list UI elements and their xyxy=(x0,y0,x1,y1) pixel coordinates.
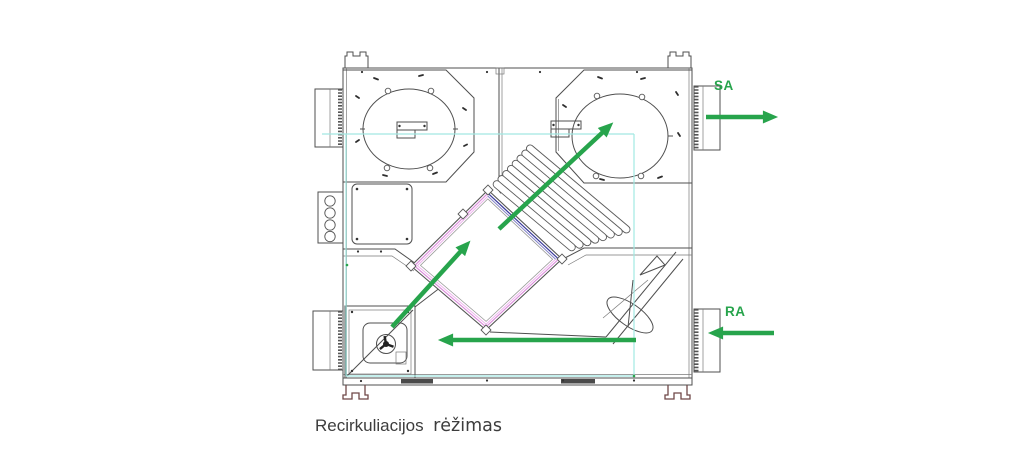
fan-right xyxy=(550,69,692,184)
fan-left-motor-mount xyxy=(396,121,428,131)
port-left-top xyxy=(314,88,344,148)
fan-left-opening xyxy=(362,88,456,170)
port-ra xyxy=(693,308,721,373)
port-left-bottom xyxy=(312,310,344,371)
bypass-damper xyxy=(602,251,684,345)
sa-label: SA xyxy=(714,78,734,93)
fan-right-opening xyxy=(571,93,669,179)
recirculation-into-exchanger-arrow xyxy=(390,240,471,329)
top-bracket-right xyxy=(667,51,692,68)
impeller-icon xyxy=(376,334,396,354)
vent-slot xyxy=(401,379,433,384)
foot-bracket-left xyxy=(342,385,369,400)
ra-label: RA xyxy=(725,304,746,319)
caption-word-1: Recirkuliacijos xyxy=(315,416,424,435)
caption-word-2: rėžimas xyxy=(433,416,502,436)
vent-slot xyxy=(561,379,595,384)
recirculation-to-fan-arrow xyxy=(497,122,614,231)
guide-frame-cyan xyxy=(322,133,636,378)
diagram-caption: Recirkuliacijos rėžimas xyxy=(315,416,502,436)
cable-gland-plate xyxy=(317,191,344,244)
filter-bank xyxy=(492,144,631,252)
fan-left xyxy=(343,69,475,183)
heat-exchanger xyxy=(405,184,568,336)
top-bracket-left xyxy=(344,51,369,68)
control-box xyxy=(351,183,413,245)
foot-bracket-right xyxy=(664,385,691,400)
recirculation-fan-box xyxy=(344,305,416,379)
airflow-arrows: SA RA xyxy=(390,78,779,347)
